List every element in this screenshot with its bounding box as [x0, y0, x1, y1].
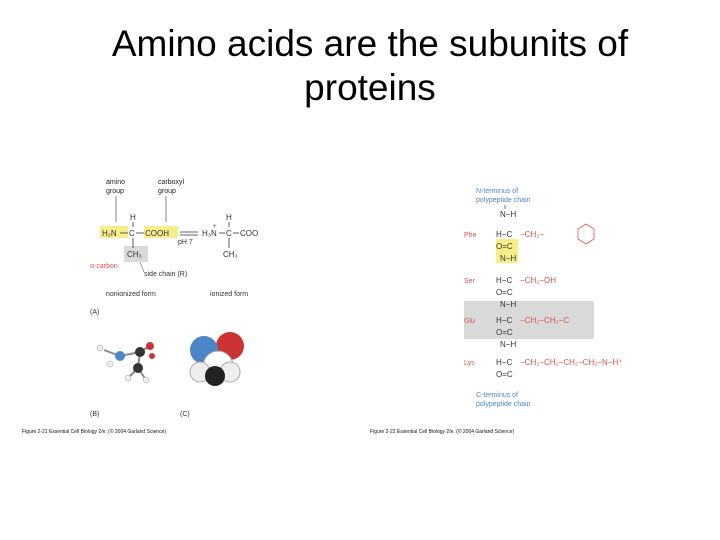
- glu-highlight: [464, 301, 594, 339]
- panel-a-label: (A): [90, 309, 99, 316]
- svg-text:O=C: O=C: [496, 328, 513, 337]
- figure-right-caption: Figure 2-22 Essential Cell Biology 2/e. …: [370, 429, 515, 435]
- amino-acid-figure: amino group carboxyl group H H₂N C COOH …: [80, 170, 300, 440]
- svg-text:H−C: H−C: [496, 316, 512, 325]
- svg-text:H−C: H−C: [496, 358, 512, 367]
- figure-left-caption: Figure 2-21 Essential Cell Biology 2/e. …: [22, 429, 167, 435]
- side-chain-label: side chain (R): [144, 271, 187, 278]
- svg-text:N−H: N−H: [500, 340, 516, 349]
- svg-text:C: C: [226, 229, 232, 238]
- polypeptide-figure: N-terminus of polypeptide chain N−H H−C …: [460, 185, 635, 415]
- residue-ser: Ser: [464, 278, 476, 285]
- phenyl-ring: [577, 223, 595, 245]
- svg-text:O=C: O=C: [496, 370, 513, 379]
- svg-text:−CH₂−OH: −CH₂−OH: [520, 276, 556, 285]
- svg-text:N−H: N−H: [500, 254, 516, 263]
- slide-title: Amino acids are the subunits of proteins: [40, 22, 700, 110]
- polypeptide-diagram: N-terminus of polypeptide chain N−H H−C …: [464, 188, 622, 408]
- amino-label: amino: [106, 179, 125, 186]
- carboxyl-highlight: [144, 226, 178, 238]
- amino-group-label: group: [106, 188, 124, 195]
- nonionized-label: nonionized form: [106, 291, 156, 298]
- amino-acid-diagram: amino group carboxyl group H H₂N C COOH …: [90, 179, 258, 418]
- svg-text:C: C: [129, 229, 135, 238]
- svg-text:N−H: N−H: [500, 210, 516, 219]
- svg-text:H₃N: H₃N: [202, 229, 217, 238]
- svg-text:CH₃: CH₃: [127, 250, 142, 259]
- panel-c-label: (C): [180, 411, 190, 418]
- svg-text:H₂N: H₂N: [102, 229, 117, 238]
- svg-text:H: H: [130, 213, 136, 222]
- residue-glu: Glu: [464, 318, 475, 325]
- svg-text:H−C: H−C: [496, 230, 512, 239]
- residue-lys: Lys: [464, 360, 475, 367]
- svg-text:H: H: [226, 213, 232, 222]
- residue-phe: Phe: [464, 232, 477, 239]
- carboxyl-group-label: group: [158, 188, 176, 195]
- ph-label: pH 7: [178, 239, 193, 246]
- c-terminus-label-1: C-terminus of: [476, 392, 518, 399]
- ball-and-stick-model: [96, 342, 155, 384]
- svg-text:−CH₂−CH₂−C: −CH₂−CH₂−C: [520, 316, 569, 325]
- amino-highlight: [100, 226, 128, 238]
- svg-text:COOH: COOH: [145, 229, 169, 238]
- svg-text:COO: COO: [240, 229, 258, 238]
- carboxyl-label: carboxyl: [158, 179, 185, 186]
- title-line-2: proteins: [304, 67, 436, 108]
- title-line-1: Amino acids are the subunits of: [111, 23, 629, 64]
- svg-text:−CH₂−CH₂−CH₂−CH₂−N−H⁺: −CH₂−CH₂−CH₂−CH₂−N−H⁺: [520, 358, 622, 367]
- svg-text:CH₃: CH₃: [223, 250, 238, 259]
- space-filling-model: [189, 332, 244, 386]
- n-terminus-label-2: polypeptide chain: [476, 197, 531, 204]
- svg-text:N−H: N−H: [500, 300, 516, 309]
- ionized-label: ionized form: [210, 291, 248, 298]
- svg-text:O=C: O=C: [496, 242, 513, 251]
- peptide-bond-highlight: [496, 239, 518, 263]
- alpha-carbon-label: α-carbon: [90, 263, 118, 270]
- side-chain-highlight: [124, 246, 148, 262]
- c-terminus-label-2: polypeptide chain: [476, 401, 531, 408]
- svg-text:H−C: H−C: [496, 276, 512, 285]
- svg-text:+: +: [213, 224, 217, 230]
- svg-text:−CH₂−: −CH₂−: [520, 230, 544, 239]
- svg-text:O=C: O=C: [496, 288, 513, 297]
- panel-b-label: (B): [90, 411, 99, 418]
- n-terminus-label-1: N-terminus of: [476, 188, 518, 195]
